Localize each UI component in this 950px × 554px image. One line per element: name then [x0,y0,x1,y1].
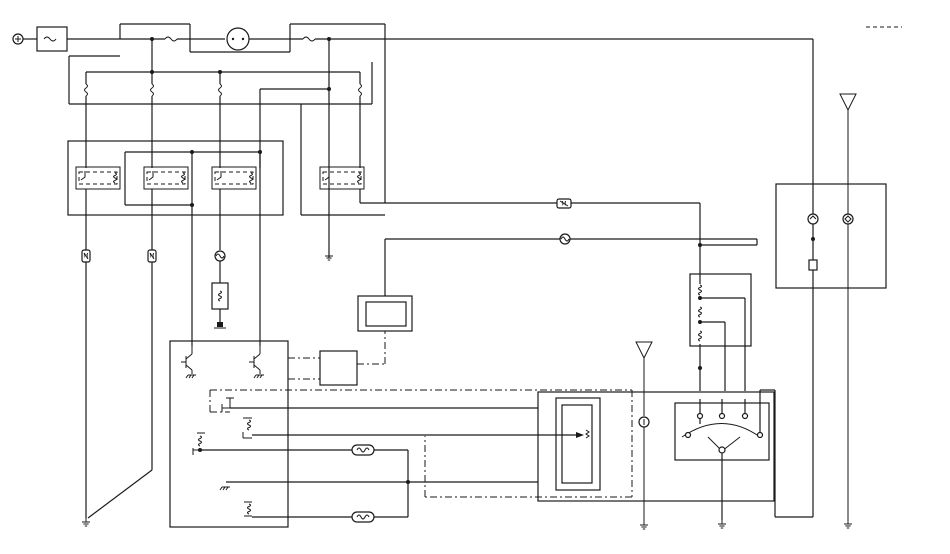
relay-4 [319,166,365,190]
relay-2 [143,166,189,190]
heater-element [351,444,375,456]
sensor-icon [807,213,819,225]
transistor-1 [181,346,197,379]
ground-icon [219,486,231,491]
relay-ground-symbol [324,251,334,261]
relay-feed-1 [84,72,88,168]
antenna-icon [635,341,653,530]
relay-box [67,140,284,216]
transistor-2 [249,346,265,379]
antenna-icon [839,93,857,529]
switch-1 [221,397,234,412]
relay-feed-3 [218,72,222,168]
relay-1 [75,166,121,190]
relay-feed-2 [150,72,154,168]
motor-1-label: M [83,253,88,260]
control-module [169,340,289,528]
fuse-2 [164,36,178,42]
resistor-ladder [689,273,752,347]
sensor-icon [559,233,571,245]
controller-unit [319,350,358,386]
ground-icon [81,517,91,527]
motor-3 [556,198,572,209]
ground-icon [717,519,727,529]
main-fuse [36,26,68,52]
right-module [775,183,887,289]
ground-icon [214,322,226,329]
sensor-icon [576,429,590,439]
fuse-3 [302,36,316,42]
ecu-box [537,391,775,502]
relay-3 [211,166,257,190]
relay-feed-4 [358,72,362,168]
battery-terminal [12,33,24,45]
heater-element [351,511,375,523]
switch-4 [244,501,252,517]
motor-3-label: M [561,201,566,208]
switch-2 [242,417,252,439]
motor-2-label: M [149,253,154,260]
indicator-lamp [226,27,250,51]
sensor-icon [214,250,226,262]
